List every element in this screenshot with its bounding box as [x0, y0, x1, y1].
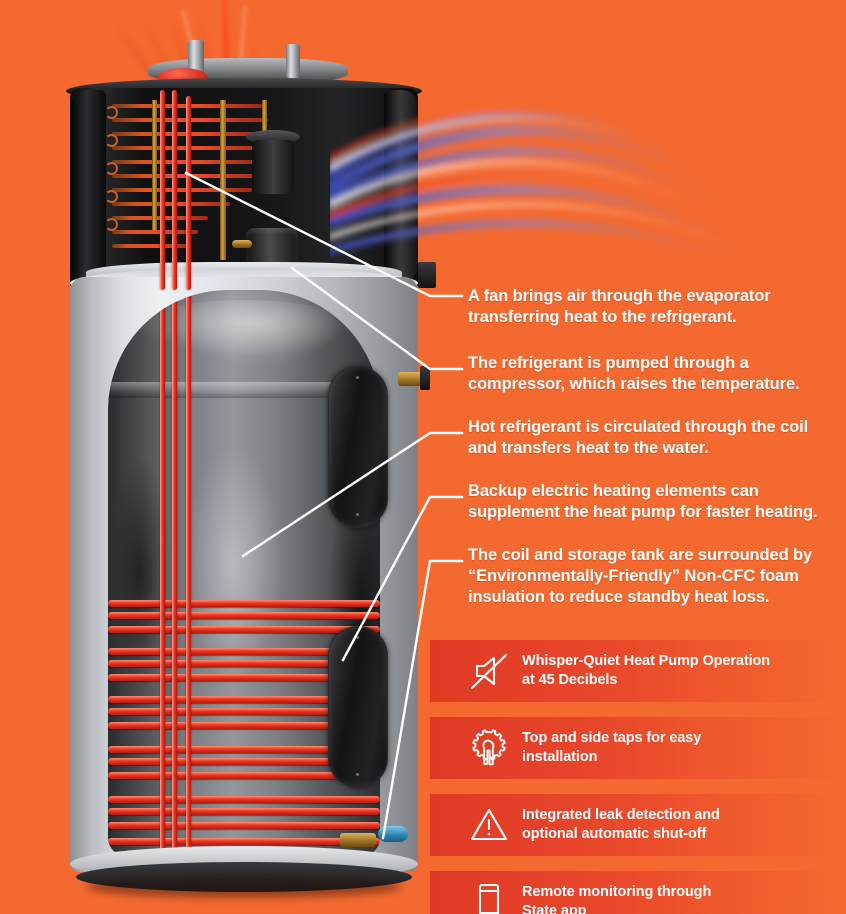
copper-line — [262, 100, 267, 142]
side-tap-upper-brass — [398, 372, 426, 386]
feature-text: Remote monitoring through State app — [522, 883, 711, 914]
callout-line: Hot refrigerant is circulated through th… — [468, 418, 809, 436]
feature-text: Integrated leak detection and optional a… — [522, 806, 720, 844]
dip-tube-rod — [220, 100, 226, 260]
callout-compressor[interactable]: The refrigerant is pumped through a comp… — [468, 353, 800, 395]
drain-valve-brass — [340, 833, 376, 847]
feature-bar-whisper-quiet[interactable]: Whisper-Quiet Heat Pump Operation at 45 … — [430, 640, 846, 702]
feature-line: optional automatic shut-off — [522, 826, 707, 842]
feature-bar-list: Whisper-Quiet Heat Pump Operation at 45 … — [430, 640, 846, 914]
callout-backup-elements[interactable]: Backup electric heating elements can sup… — [468, 481, 818, 523]
compressor-upper-body — [252, 140, 294, 194]
smartphone-icon — [466, 879, 512, 914]
callout-foam-insulation[interactable]: The coil and storage tank are surrounded… — [468, 545, 812, 608]
feature-bar-leak-detection[interactable]: Integrated leak detection and optional a… — [430, 794, 846, 856]
feature-bar-remote-monitoring[interactable]: Remote monitoring through State app — [430, 871, 846, 914]
feature-text: Whisper-Quiet Heat Pump Operation at 45 … — [522, 652, 770, 690]
callout-line: The coil and storage tank are surrounded… — [468, 546, 813, 564]
cold-inlet-fitting — [378, 826, 408, 842]
callout-line: “Environmentally-Friendly” Non-CFC foam — [468, 567, 799, 585]
feature-bar-top-side-taps[interactable]: Top and side taps for easy installation — [430, 717, 846, 779]
feature-line: Remote monitoring through — [522, 884, 712, 900]
upper-element-access-panel — [328, 366, 388, 528]
feature-line: installation — [522, 749, 598, 765]
callout-line: supplement the heat pump for faster heat… — [468, 503, 818, 521]
callout-line: Backup electric heating elements can — [468, 482, 759, 500]
compressor-suction-line — [232, 240, 252, 248]
callout-line: The refrigerant is pumped through a — [468, 354, 749, 372]
side-mount-bracket — [418, 262, 436, 288]
head-left-shell — [70, 90, 106, 282]
base-shadow — [86, 876, 402, 898]
speaker-mute-icon — [466, 648, 512, 694]
product-illustration — [66, 0, 779, 898]
feature-line: at 45 Decibels — [522, 672, 618, 688]
head-right-shell — [384, 90, 418, 282]
side-tap-upper-bracket — [420, 366, 430, 390]
callout-line: insulation to reduce standby heat loss. — [468, 588, 770, 606]
callout-line: and transfers heat to the water. — [468, 439, 709, 457]
callout-line: transferring heat to the refrigerant. — [468, 308, 737, 326]
feature-line: Whisper-Quiet Heat Pump Operation — [522, 653, 771, 669]
feature-line: Top and side taps for easy — [522, 730, 702, 746]
feature-line: State app — [522, 903, 587, 914]
base-ring — [76, 862, 412, 892]
lower-element-access-panel — [328, 626, 388, 788]
riser-tube-right — [186, 96, 191, 290]
callout-line: A fan brings air through the evaporator — [468, 287, 771, 305]
callout-hot-refrigerant-coil[interactable]: Hot refrigerant is circulated through th… — [468, 417, 808, 459]
feature-line: Integrated leak detection and — [522, 807, 720, 823]
tank-dome-highlight — [134, 300, 354, 356]
gear-wrench-icon — [466, 725, 512, 771]
cold-water-nipple — [286, 44, 300, 78]
callout-fan-evaporator[interactable]: A fan brings air through the evaporator … — [468, 286, 771, 328]
callout-line: compressor, which raises the temperature… — [468, 375, 800, 393]
riser-tube-left — [160, 90, 165, 290]
riser-tube-mid — [172, 90, 177, 290]
warning-triangle-icon — [466, 802, 512, 848]
feature-text: Top and side taps for easy installation — [522, 729, 701, 767]
anode-rod — [152, 100, 157, 230]
